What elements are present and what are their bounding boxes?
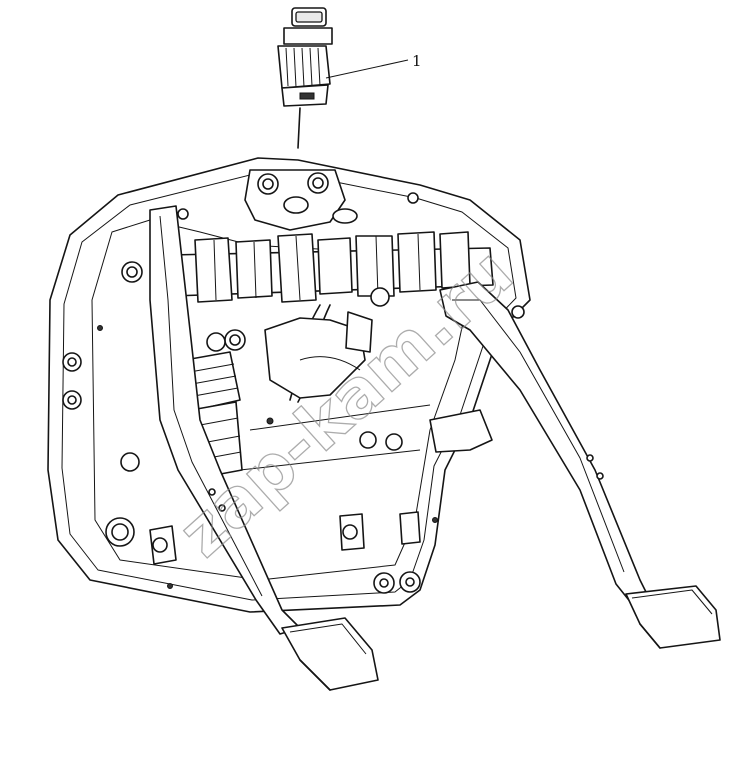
callout-leader-line: [325, 59, 409, 79]
cross-shaft: [169, 231, 494, 352]
top-bracket: [244, 169, 358, 231]
callout-number: 1: [412, 52, 422, 70]
plate-bolts: [62, 192, 525, 594]
brake-pedal: [439, 281, 721, 649]
clutch-pedal: [149, 205, 379, 691]
lower-brackets: [149, 404, 493, 565]
callout-1: 1: [325, 52, 422, 79]
sensor: [277, 7, 333, 149]
wiring-bracket: [264, 304, 373, 403]
